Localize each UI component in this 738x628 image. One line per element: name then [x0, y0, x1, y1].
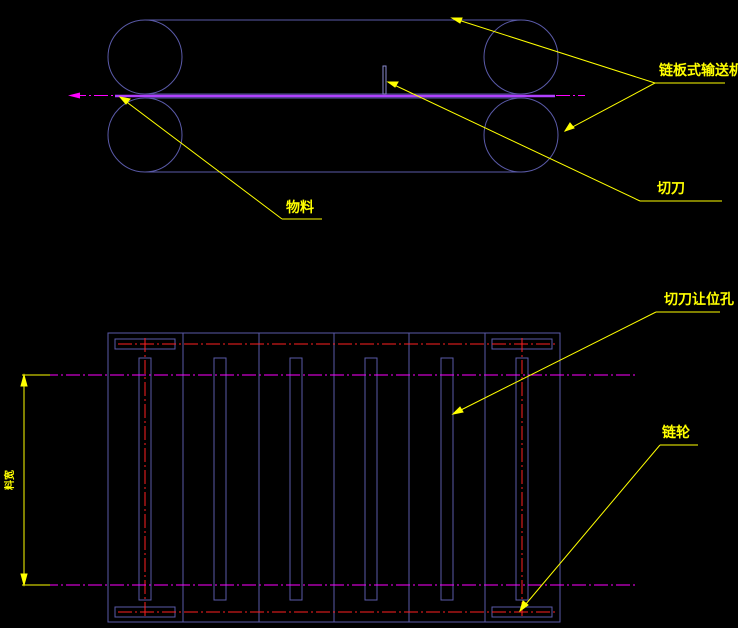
cutter-leader — [387, 81, 641, 202]
top-leaders — [118, 17, 725, 220]
material-leader-arrow — [118, 96, 131, 105]
slot-leader — [452, 311, 657, 415]
relief-slot-3 — [289, 357, 303, 601]
width-dimension — [20, 373, 50, 587]
bottom-leaders — [451, 311, 720, 613]
relief-slot-5 — [440, 357, 454, 601]
label-material: 物料 — [286, 199, 314, 216]
material-width-lines — [22, 374, 638, 586]
label-relief-slot: 切刀让位孔 — [664, 291, 734, 308]
label-sprocket: 链轮 — [662, 424, 690, 441]
dim-arrow-bottom — [20, 573, 28, 587]
sprocket-leader — [519, 444, 661, 612]
conveyor-leader-1 — [451, 17, 656, 84]
dim-arrow-top — [20, 373, 28, 387]
label-conveyor: 链板式输送机 — [659, 62, 738, 79]
cutter-leader-arrow — [386, 81, 399, 88]
conveyor-leader-2-arrow — [563, 122, 575, 132]
label-dimension: 料宽 — [3, 470, 16, 490]
label-cutter: 切刀 — [657, 181, 685, 197]
material-leader — [119, 96, 283, 220]
conveyor-leader-2 — [564, 82, 656, 132]
relief-slot-6 — [515, 357, 529, 601]
plan-centerlines — [118, 338, 555, 618]
relief-slot-4 — [364, 357, 378, 601]
relief-slot-1 — [138, 357, 152, 601]
slot-leader-arrow — [451, 406, 464, 415]
material-direction-arrow — [68, 92, 80, 99]
sprocket-leader-arrow — [519, 600, 529, 613]
cutter-blade — [382, 65, 387, 95]
relief-slot-2 — [213, 357, 227, 601]
conveyor-leader-1-arrow — [450, 17, 463, 24]
